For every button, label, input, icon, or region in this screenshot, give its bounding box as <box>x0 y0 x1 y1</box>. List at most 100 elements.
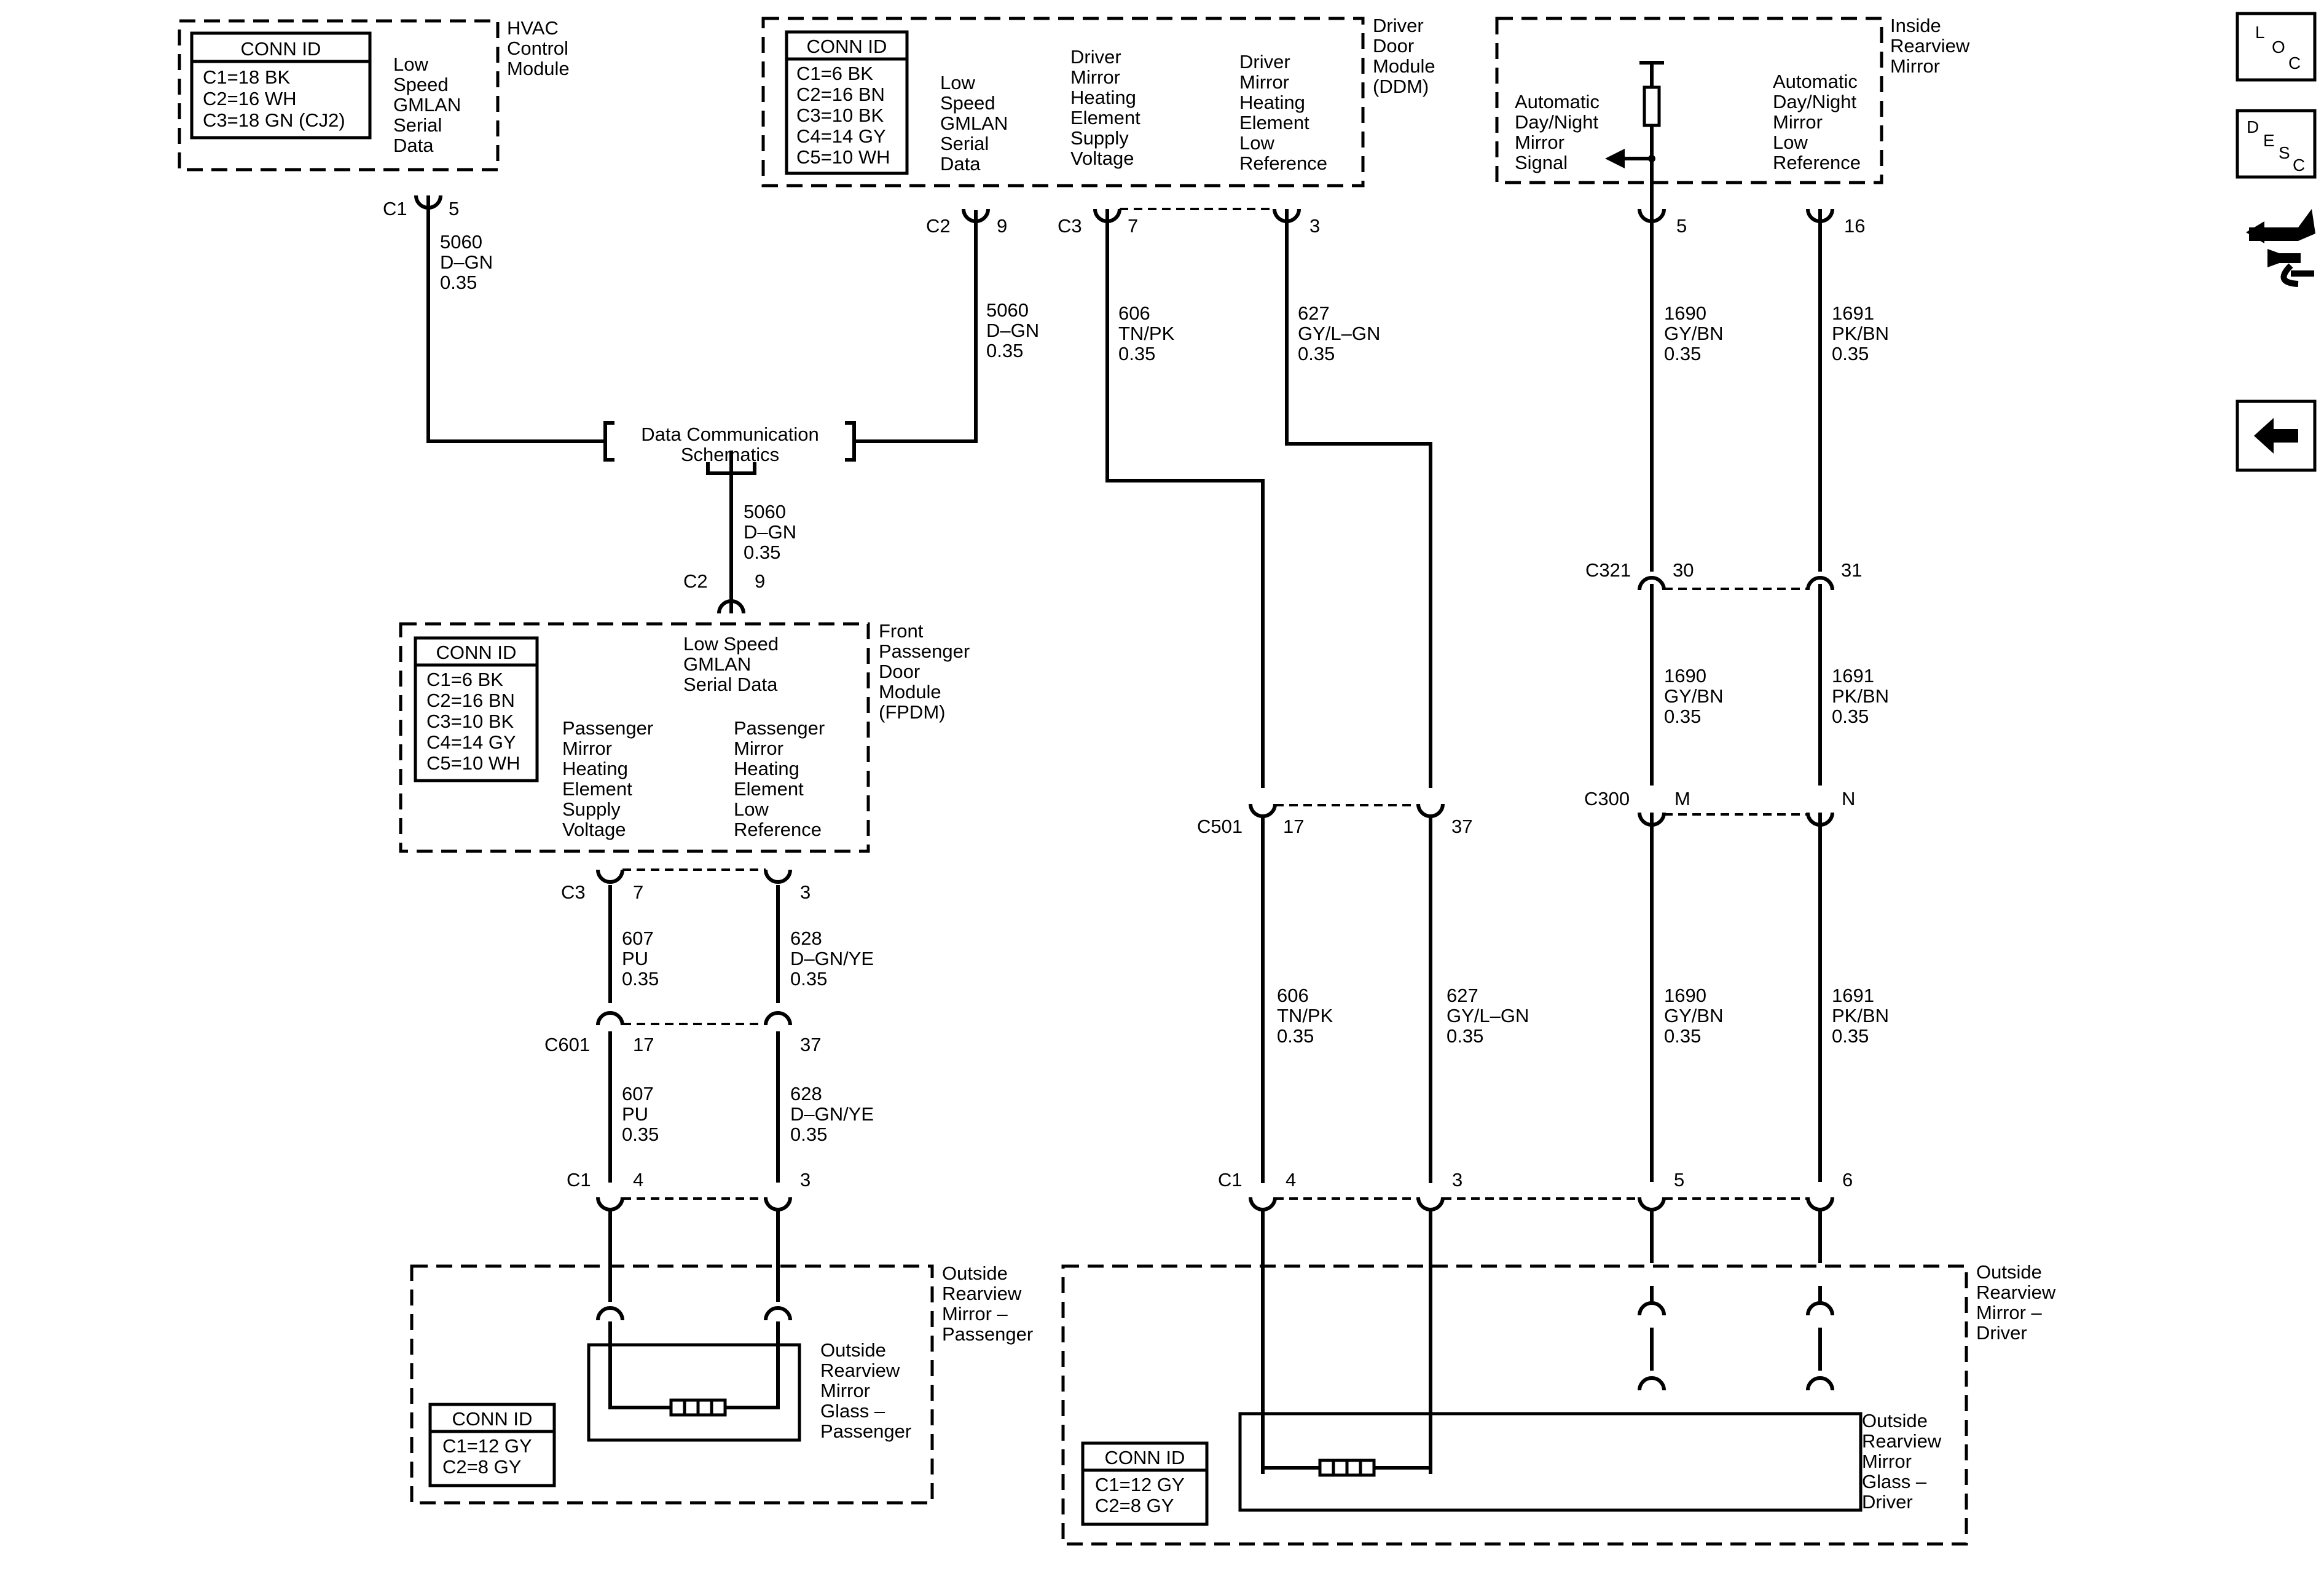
wire-ddm-gmlan <box>854 210 978 443</box>
connector-dashed-links <box>622 208 1808 1200</box>
back-arrow-icon[interactable] <box>2236 400 2317 472</box>
diagram-label: 607 <box>622 1083 654 1105</box>
diagram-label: Signal <box>1515 152 1568 173</box>
diagram-label: L <box>2255 23 2265 42</box>
diagram-label: Rearview <box>1976 1282 2056 1303</box>
diagram-label: 0.35 <box>1664 343 1701 364</box>
diagram-label: 628 <box>790 1083 822 1105</box>
diagram-label: C5=10 WH <box>796 146 890 168</box>
diagram-label: Element <box>562 778 632 800</box>
diagram-label: Mirror <box>1862 1451 1912 1472</box>
diagram-label: TN/PK <box>1277 1005 1333 1026</box>
diagram-label: 0.35 <box>622 968 659 990</box>
fpdm-gmlan-label: Low Speed GMLAN Serial Data <box>683 633 779 695</box>
diagram-label: C300 <box>1584 788 1630 809</box>
diagram-label: Element <box>1239 112 1309 133</box>
diagram-label: O <box>2272 37 2285 57</box>
diagram-label: Mirror – <box>942 1303 1008 1325</box>
fpdm-low-ref-label: Passenger Mirror Heating Element Low Ref… <box>734 717 825 840</box>
diagram-label: 628 <box>790 927 822 949</box>
diagram-label: Mirror <box>1239 71 1289 93</box>
diagram-label: 17 <box>633 1034 654 1055</box>
diagram-label: 1691 <box>1832 985 1874 1006</box>
diagram-label: C2=16 BN <box>796 84 885 105</box>
diagram-label: Outside <box>1976 1261 2042 1283</box>
connector-symbols <box>414 195 1834 1391</box>
diagram-label: Speed <box>940 92 995 114</box>
diagram-label: Data <box>940 153 981 175</box>
diagram-label: Low <box>734 798 769 820</box>
diagram-label: Passenger <box>879 640 970 662</box>
diagram-label: Passenger <box>734 717 825 739</box>
ddm-gmlan-label: Low Speed GMLAN Serial Data <box>940 72 1008 175</box>
diagram-label: C <box>2293 156 2305 175</box>
diagram-label: Module <box>1373 55 1435 77</box>
diagram-label: 6 <box>1842 1169 1853 1191</box>
diagram-label: Mirror – <box>1976 1302 2043 1323</box>
diagram-label: GY/BN <box>1664 323 1723 344</box>
diagram-label: Reference <box>1239 152 1327 174</box>
diagram-label: GY/BN <box>1664 1005 1723 1026</box>
hvac-module-box <box>178 19 500 171</box>
diagram-label: 5060 <box>744 501 786 522</box>
diagram-label: C1=12 GY <box>442 1435 532 1457</box>
diagram-label: Mirror <box>562 738 612 759</box>
diagram-label: GY/L–GN <box>1447 1005 1529 1026</box>
data-communication-link[interactable]: Data Communication Schematics <box>603 421 856 510</box>
diagram-label: Rearview <box>1862 1430 1942 1452</box>
diagram-label: Inside <box>1890 15 1941 36</box>
diagram-label: Module <box>879 681 941 703</box>
diagram-label: Low Speed <box>683 633 779 655</box>
diagram-label: 1690 <box>1664 302 1706 324</box>
diagram-label: 0.35 <box>986 340 1023 361</box>
connector-labels: C1 5 C2 9 C3 7 3 5 16 C321 30 31 C300 M … <box>383 198 1865 1191</box>
diagram-label: Passenger <box>942 1323 1033 1345</box>
diagram-label: 0.35 <box>1447 1025 1483 1047</box>
loc-button[interactable]: L O C <box>2236 12 2317 82</box>
diagram-label: C3=10 BK <box>426 711 514 732</box>
diagram-label: Door <box>879 661 920 682</box>
conn-id-ddm: CONN ID C1=6 BK C2=16 BN C3=10 BK C4=14 … <box>785 30 909 175</box>
diagram-label: M <box>1674 788 1690 809</box>
diagram-label: D–GN <box>986 320 1039 341</box>
diagram-label: C2=16 BN <box>426 690 515 711</box>
diagram-label: C2=8 GY <box>1095 1495 1174 1516</box>
diagram-label: C321 <box>1585 559 1631 581</box>
diagram-label: C1 <box>567 1169 591 1191</box>
connector-wrench-icon[interactable] <box>2246 209 2315 287</box>
diagram-label: 1691 <box>1832 665 1874 687</box>
diagram-label: D–GN <box>744 521 796 543</box>
diagram-label: 5 <box>449 198 459 219</box>
diagram-label: PU <box>622 948 648 969</box>
ddm-label: Driver Door Module (DDM) <box>1373 15 1435 97</box>
diagram-label: Mirror <box>820 1380 870 1401</box>
outside-mirror-passenger-box <box>410 1264 934 1505</box>
diagram-label: Low <box>1239 132 1274 154</box>
diagram-label: Glass – <box>820 1400 885 1422</box>
diagram-label: 606 <box>1118 302 1150 324</box>
diagram-label: C501 <box>1197 816 1242 837</box>
diagram-label: Glass – <box>1862 1471 1927 1492</box>
diagram-label: Speed <box>393 74 449 95</box>
diagram-label: PK/BN <box>1832 1005 1889 1026</box>
conn-id-title: CONN ID <box>452 1408 533 1430</box>
diagram-label: GY/BN <box>1664 685 1723 707</box>
desc-button[interactable]: D E S C <box>2236 109 2317 179</box>
diagram-label: (DDM) <box>1373 76 1429 97</box>
diagram-label: Automatic <box>1515 91 1600 112</box>
conn-id-passenger-mirror: CONN ID C1=12 GY C2=8 GY <box>428 1403 556 1487</box>
diagram-label: 3 <box>800 1169 811 1191</box>
diagram-label: C3 <box>561 881 586 903</box>
diagram-label: C <box>2288 53 2301 73</box>
diagram-label: Passenger <box>562 717 653 739</box>
diagram-label: Voltage <box>562 819 626 840</box>
diagram-label: D–GN/YE <box>790 1103 874 1125</box>
diagram-label: C1=6 BK <box>426 669 503 690</box>
diagram-label: Control <box>507 37 568 59</box>
diagram-label: Rearview <box>942 1283 1022 1304</box>
diagram-label: 0.35 <box>1664 1025 1701 1047</box>
diagram-label: 0.35 <box>790 1124 827 1145</box>
diagram-label: 0.35 <box>1832 1025 1869 1047</box>
diagram-label: C1=12 GY <box>1095 1474 1185 1495</box>
